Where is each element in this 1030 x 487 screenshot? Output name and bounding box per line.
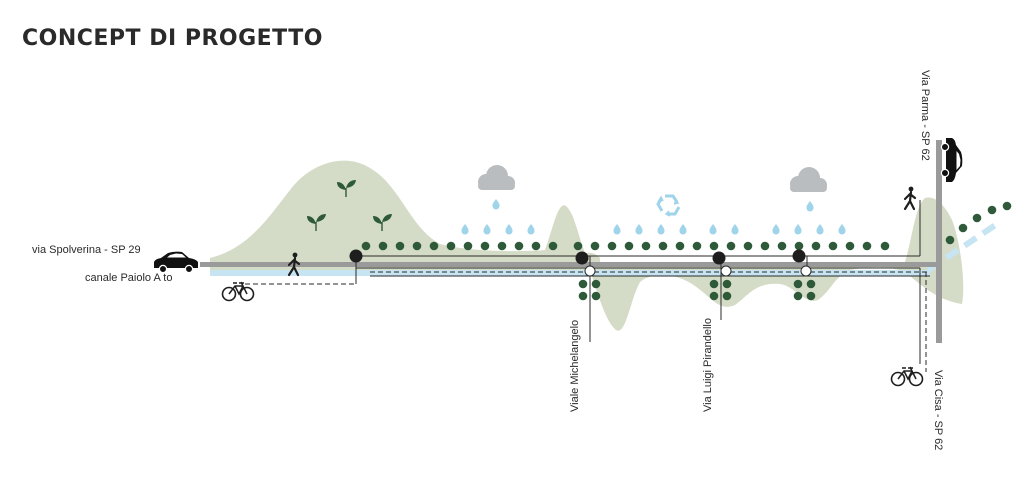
road-label-parma: Via Parma - SP 62 <box>919 70 931 161</box>
road-label-left: via Spolverina - SP 29 <box>32 244 141 256</box>
canal <box>210 219 1002 276</box>
street-label-michelangelo: Viale Michelangelo <box>569 320 581 412</box>
rain-drops <box>461 224 846 235</box>
canal-label: canale Paiolo A to <box>85 272 172 284</box>
main-road <box>200 140 942 343</box>
page-title: CONCEPT DI PROGETTO <box>22 26 323 51</box>
road-label-cisa: Via Cisa - SP 62 <box>932 370 944 450</box>
recycle-icon <box>656 194 681 217</box>
rain-cloud-icon <box>478 165 827 212</box>
street-label-pirandello: Via Luigi Pirandello <box>702 318 714 412</box>
nodes <box>349 249 806 265</box>
tree-row <box>361 241 890 251</box>
tree-cluster <box>578 201 1012 301</box>
lane-rings <box>584 265 812 277</box>
